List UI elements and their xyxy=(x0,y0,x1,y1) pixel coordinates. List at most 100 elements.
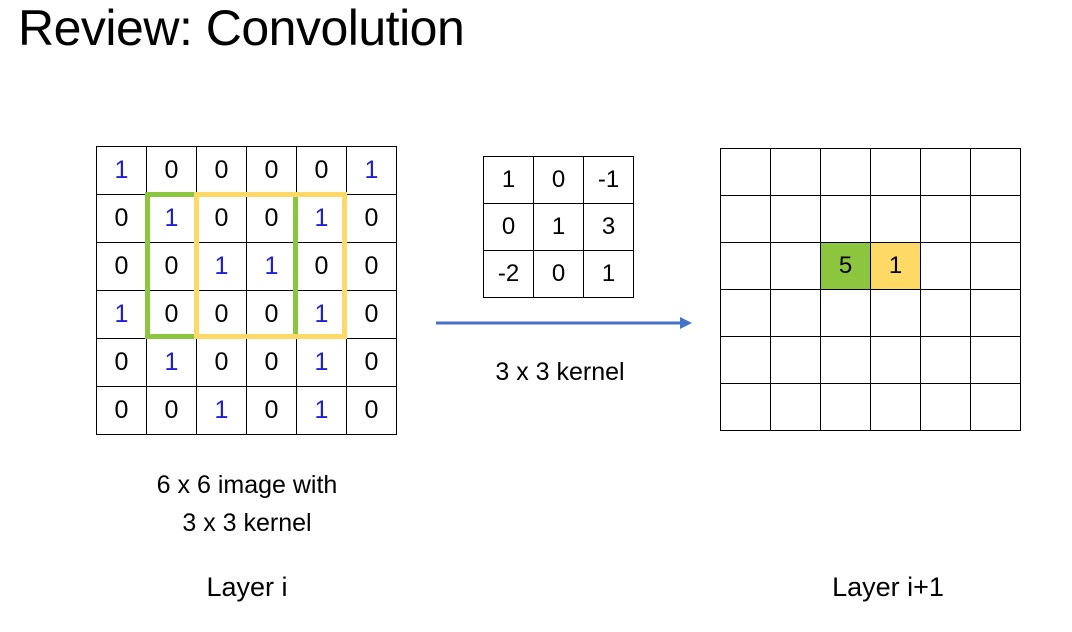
output-cell xyxy=(970,289,1021,337)
image-cell: 0 xyxy=(146,242,197,291)
kernel-cell: 0 xyxy=(483,203,534,251)
layer-i-plus-1-label: Layer i+1 xyxy=(832,572,944,602)
layer-i-label: Layer i xyxy=(206,572,288,602)
image-cell: 0 xyxy=(96,242,147,291)
image-cell: 0 xyxy=(346,338,397,387)
image-cell: 0 xyxy=(346,290,397,339)
slide-title: Review: Convolution xyxy=(18,0,465,56)
image-cell: 0 xyxy=(196,290,247,339)
kernel-cell: 3 xyxy=(583,203,634,251)
output-cell xyxy=(920,336,971,384)
image-cell: 1 xyxy=(146,338,197,387)
image-cell: 0 xyxy=(246,338,297,387)
image-cell: 1 xyxy=(96,146,147,195)
output-cell xyxy=(720,383,771,431)
image-cell: 0 xyxy=(96,338,147,387)
image-cell: 0 xyxy=(146,146,197,195)
output-cell xyxy=(720,148,771,196)
output-cell xyxy=(920,383,971,431)
output-cell xyxy=(770,336,821,384)
output-cell xyxy=(820,383,871,431)
output-row xyxy=(720,336,1021,384)
image-cell: 1 xyxy=(196,386,247,435)
output-row xyxy=(720,289,1021,337)
image-caption: 6 x 6 image with 3 x 3 kernel xyxy=(96,466,398,542)
image-cell: 1 xyxy=(146,194,197,243)
output-cell xyxy=(770,148,821,196)
kernel-cell: 1 xyxy=(533,203,584,251)
image-cell: 0 xyxy=(146,386,197,435)
output-cell: 1 xyxy=(870,242,921,290)
image-caption-line2: 3 x 3 kernel xyxy=(182,509,312,537)
output-cell xyxy=(970,195,1021,243)
output-cell xyxy=(920,289,971,337)
kernel-cell: 0 xyxy=(533,156,584,204)
image-cell: 0 xyxy=(96,386,147,435)
kernel-cell: -2 xyxy=(483,250,534,298)
image-cell: 1 xyxy=(246,242,297,291)
image-cell: 0 xyxy=(296,242,347,291)
output-cell xyxy=(870,289,921,337)
output-row xyxy=(720,383,1021,431)
output-cell xyxy=(870,195,921,243)
image-cell: 0 xyxy=(146,290,197,339)
output-cell xyxy=(820,289,871,337)
kernel-cell: 1 xyxy=(483,156,534,204)
output-cell xyxy=(970,148,1021,196)
output-cell xyxy=(920,242,971,290)
image-cell: 0 xyxy=(246,146,297,195)
image-cell: 0 xyxy=(246,194,297,243)
image-cell: 0 xyxy=(196,194,247,243)
output-cell xyxy=(870,383,921,431)
image-cell: 0 xyxy=(96,194,147,243)
yellow-kernel-window xyxy=(194,192,347,339)
output-cell xyxy=(770,289,821,337)
output-cell xyxy=(820,148,871,196)
output-cell xyxy=(770,242,821,290)
image-cell: 1 xyxy=(296,338,347,387)
kernel-cell: 0 xyxy=(533,250,584,298)
output-cell xyxy=(770,383,821,431)
output-cell xyxy=(820,195,871,243)
kernel-caption: 3 x 3 kernel xyxy=(495,358,625,386)
image-cell: 0 xyxy=(246,386,297,435)
output-cell xyxy=(920,195,971,243)
image-cell: 0 xyxy=(346,386,397,435)
output-cell: 5 xyxy=(820,242,871,290)
output-cell xyxy=(720,336,771,384)
kernel-cell: -1 xyxy=(583,156,634,204)
image-cell: 1 xyxy=(346,146,397,195)
output-cell xyxy=(770,195,821,243)
image-cell: 0 xyxy=(346,194,397,243)
output-cell xyxy=(870,148,921,196)
image-cell: 1 xyxy=(196,242,247,291)
image-cell: 0 xyxy=(296,146,347,195)
output-cell xyxy=(820,336,871,384)
image-cell: 0 xyxy=(196,338,247,387)
output-cell xyxy=(970,383,1021,431)
output-row xyxy=(720,148,1021,196)
output-cell xyxy=(970,336,1021,384)
output-cell xyxy=(870,336,921,384)
output-cell xyxy=(720,289,771,337)
image-cell: 0 xyxy=(196,146,247,195)
output-cell xyxy=(920,148,971,196)
image-cell: 0 xyxy=(346,242,397,291)
output-cell xyxy=(720,195,771,243)
image-cell: 1 xyxy=(96,290,147,339)
right-arrow-icon xyxy=(436,317,692,329)
output-cell xyxy=(970,242,1021,290)
image-cell: 1 xyxy=(296,386,347,435)
